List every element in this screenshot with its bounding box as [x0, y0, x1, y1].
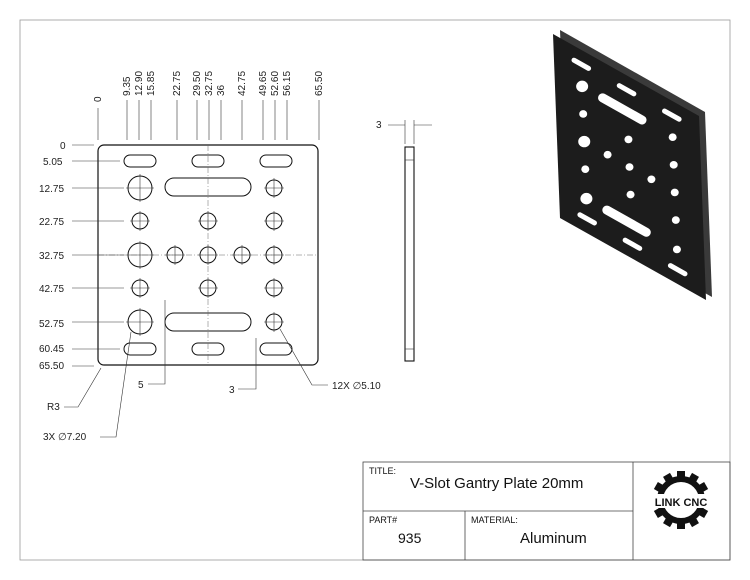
small-hole-note: 12X ∅5.10: [332, 381, 381, 392]
dim-y-0: 0: [60, 141, 66, 152]
iso-hole: [672, 245, 681, 254]
annotations: R3 3X ∅7.20 12X ∅5.10 5 3: [43, 300, 381, 443]
slot: [259, 342, 293, 356]
iso-hole: [668, 133, 677, 142]
small-hole: [264, 278, 284, 298]
dim-y-22.75: 22.75: [39, 217, 64, 228]
slot-offset-dim: 3: [229, 385, 235, 396]
iso-hole: [603, 150, 612, 159]
slot: [123, 342, 157, 356]
title-value: V-Slot Gantry Plate 20mm: [410, 475, 583, 492]
iso-hole: [579, 110, 588, 118]
iso-hole: [576, 80, 589, 93]
iso-slot: [616, 83, 637, 97]
dim-x-52.60: 52.60: [270, 71, 281, 96]
material-label: MATERIAL:: [471, 515, 518, 525]
iso-hole: [625, 163, 634, 171]
iso-hole: [581, 165, 590, 173]
part-value: 935: [398, 530, 422, 546]
title-block: TITLE: V-Slot Gantry Plate 20mm PART# 93…: [362, 461, 731, 561]
dim-x-32.75: 32.75: [204, 71, 215, 96]
dim-y-52.75: 52.75: [39, 319, 64, 330]
material-value: Aluminum: [520, 530, 587, 547]
dim-x-9.35: 9.35: [122, 76, 133, 96]
slot-spacing-dim: 5: [138, 380, 144, 391]
slot: [123, 154, 157, 168]
front-view: [97, 144, 319, 366]
iso-slot: [622, 237, 643, 251]
logo-text: LINK CNC: [655, 497, 708, 509]
dim-x-65.50: 65.50: [314, 71, 325, 96]
dim-y-12.75: 12.75: [39, 184, 64, 195]
x-dimensions: 0 9.35 12.90 15.85 22.75 29.50 32.75 36 …: [93, 71, 325, 140]
iso-hole: [578, 135, 591, 148]
dim-x-22.75: 22.75: [172, 71, 183, 96]
dim-x-29.50: 29.50: [192, 71, 203, 96]
side-profile: [404, 146, 415, 362]
small-hole: [130, 211, 150, 231]
slot: [259, 154, 293, 168]
iso-slot: [577, 212, 597, 226]
iso-slot: [667, 263, 688, 277]
iso-hole: [670, 188, 679, 197]
part-label: PART#: [369, 515, 397, 525]
large-hole: [126, 174, 154, 202]
large-hole: [126, 308, 154, 336]
iso-hole: [626, 190, 635, 199]
small-hole: [130, 278, 150, 298]
dim-y-5.05: 5.05: [43, 157, 63, 168]
iso-slot: [602, 205, 651, 237]
iso-slot: [598, 93, 647, 125]
iso-hole: [669, 161, 678, 169]
thickness-dim: 3: [376, 120, 382, 131]
dim-x-56.15: 56.15: [282, 71, 293, 96]
iso-slot: [662, 108, 682, 122]
iso-slot: [571, 57, 592, 71]
dim-y-42.75: 42.75: [39, 284, 64, 295]
dim-y-60.45: 60.45: [39, 344, 64, 355]
dim-x-12.90: 12.90: [134, 71, 145, 96]
radius-note: R3: [47, 402, 60, 413]
dim-x-36: 36: [216, 84, 227, 96]
isometric-view: [553, 30, 712, 300]
dim-x-0: 0: [93, 96, 104, 102]
iso-hole: [647, 175, 656, 184]
iso-hole: [580, 192, 593, 205]
dim-y-65.50: 65.50: [39, 361, 64, 372]
dim-x-42.75: 42.75: [237, 71, 248, 96]
title-label: TITLE:: [369, 466, 396, 476]
link-cnc-logo: LINK CNC: [636, 471, 726, 529]
large-hole-note: 3X ∅7.20: [43, 432, 87, 443]
iso-hole: [671, 216, 680, 224]
dim-y-32.75: 32.75: [39, 251, 64, 262]
dim-x-15.85: 15.85: [146, 71, 157, 96]
dim-x-49.65: 49.65: [258, 71, 269, 96]
side-view: 3: [376, 120, 432, 362]
small-hole: [264, 312, 284, 332]
y-dimensions: 0 5.05 12.75 22.75 32.75 42.75 52.75 60.…: [39, 141, 124, 372]
small-hole: [264, 211, 284, 231]
iso-hole: [624, 135, 633, 144]
small-hole: [264, 178, 284, 198]
